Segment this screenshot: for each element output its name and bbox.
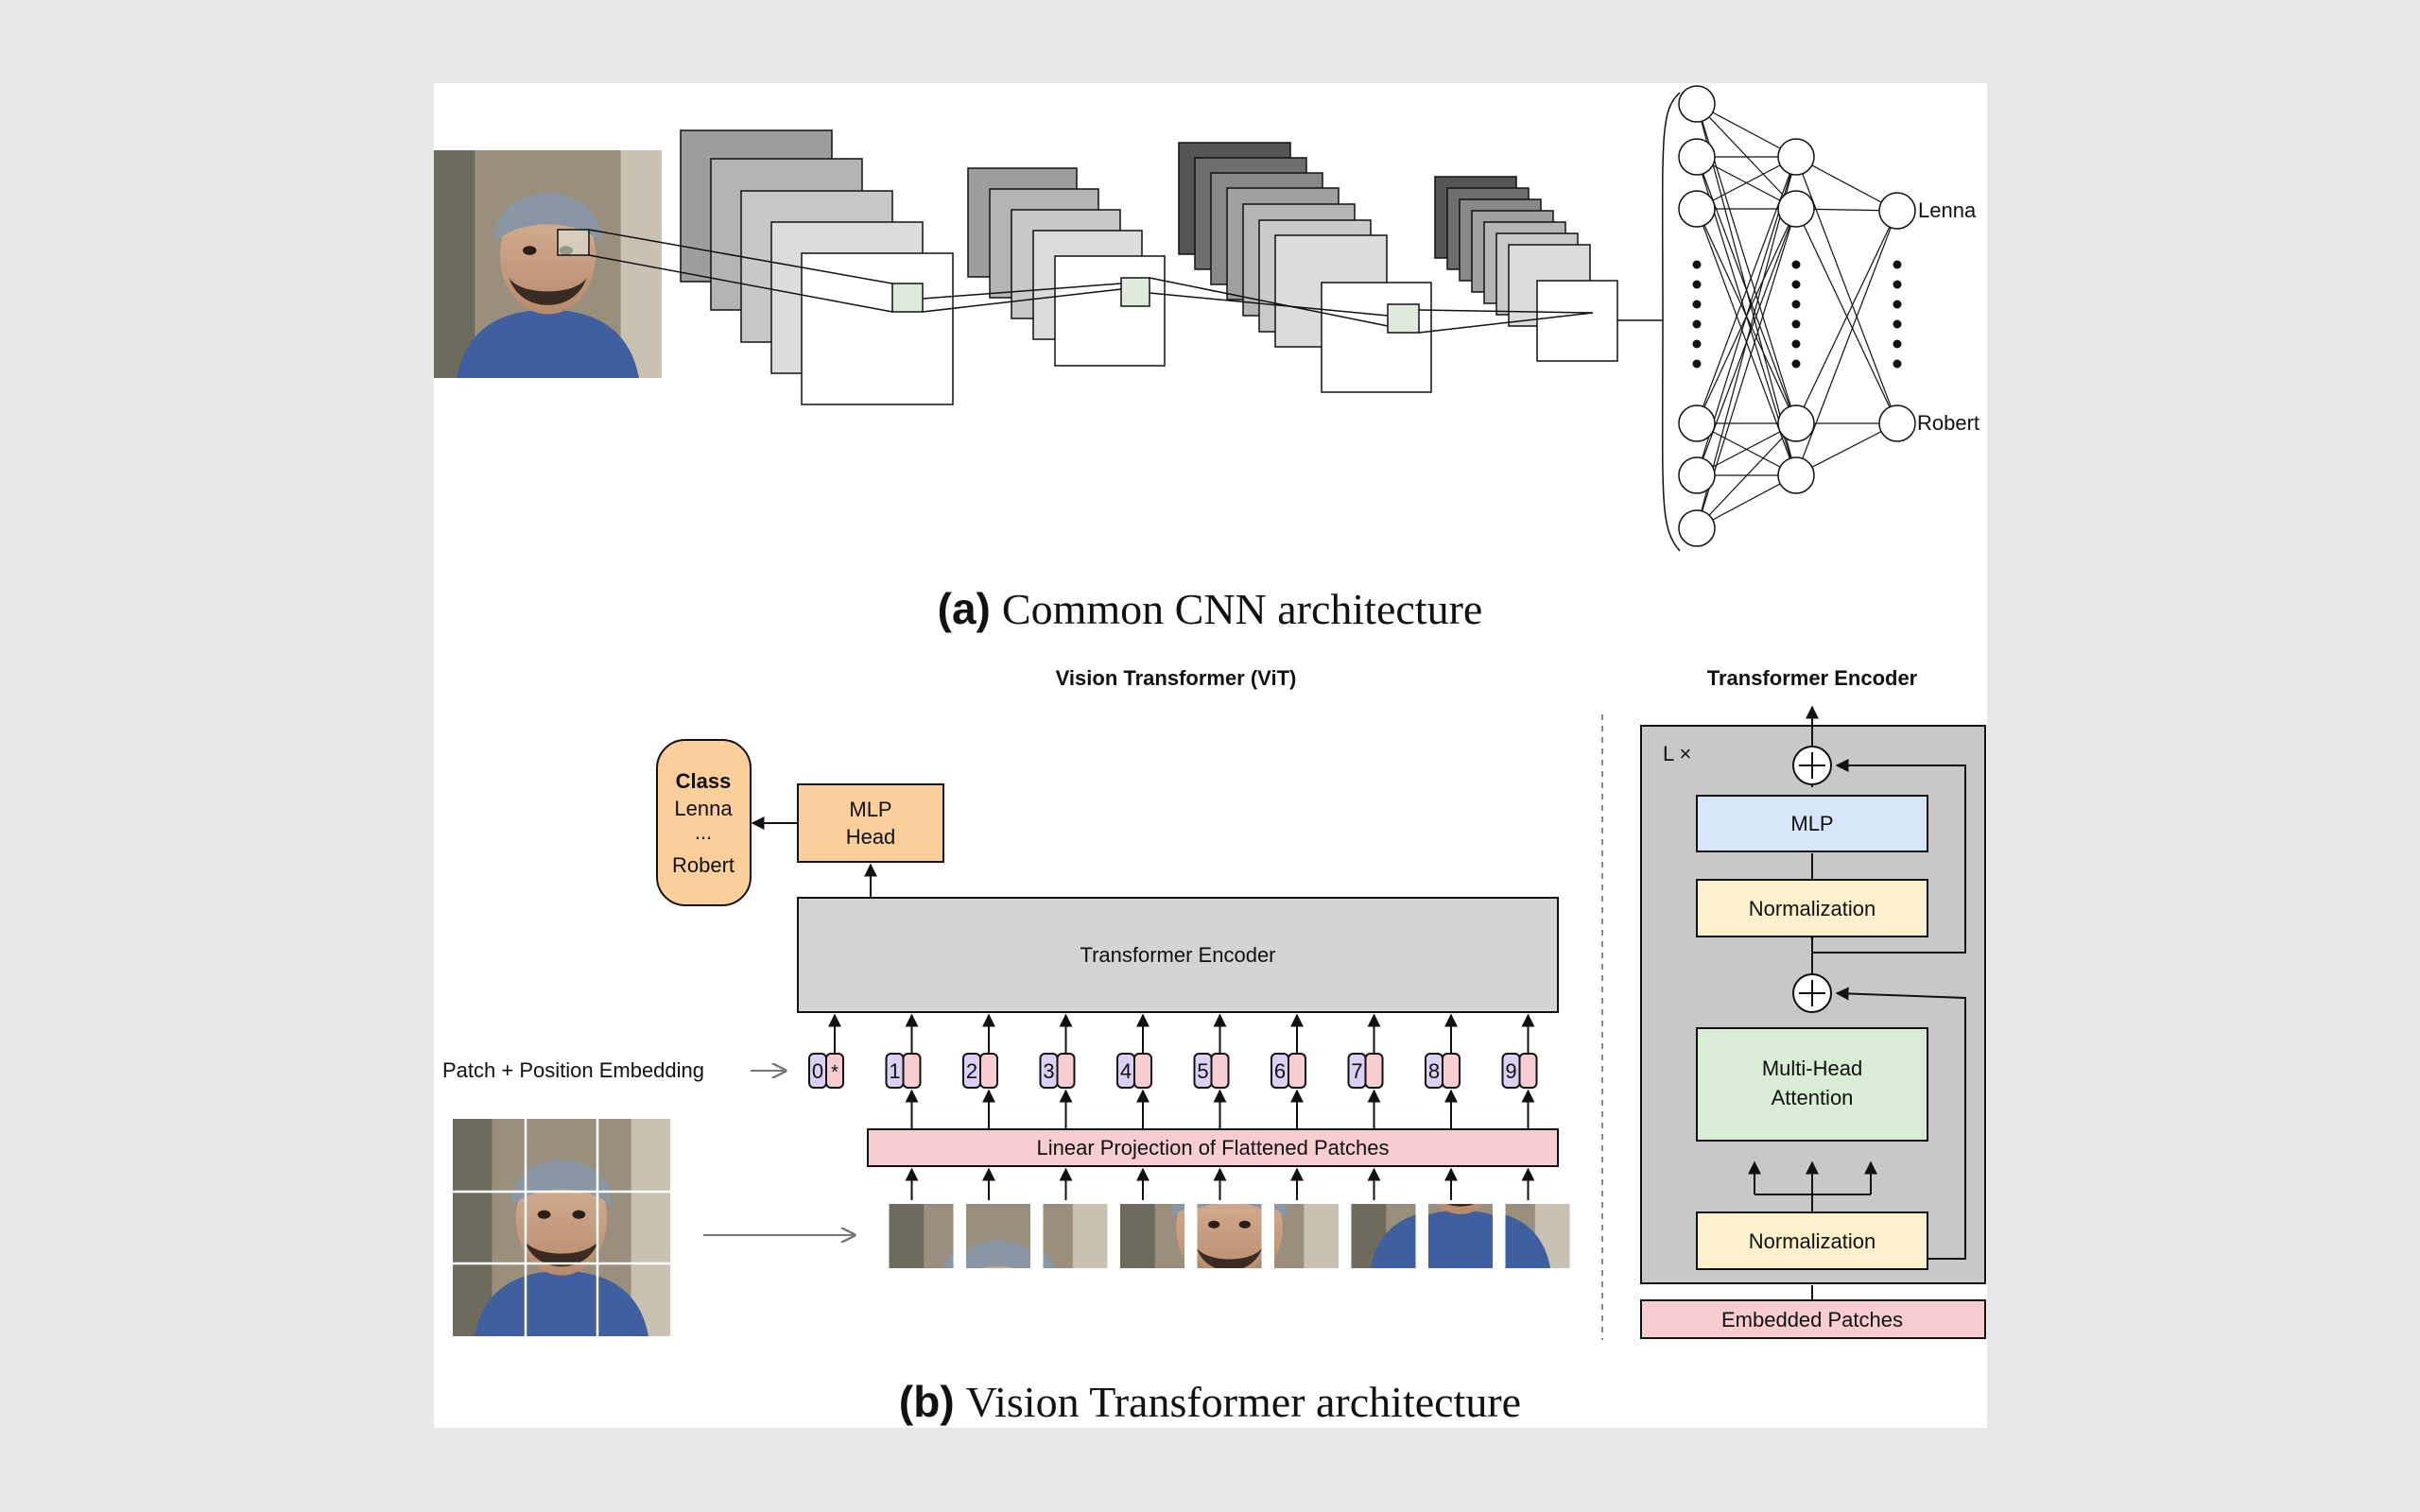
patch-tile-7	[1351, 1167, 1416, 1268]
patch-embedding	[902, 1053, 922, 1089]
class-box-robert: Robert	[672, 853, 735, 877]
class-box-title: Class	[676, 769, 732, 793]
token-index: 3	[1043, 1059, 1054, 1083]
embedding-token-9: 9	[1501, 1013, 1538, 1129]
vit-title: Vision Transformer (ViT)	[1056, 666, 1297, 690]
cnn-feature-maps-2	[967, 167, 1166, 367]
embedding-token-1: 1	[885, 1013, 922, 1129]
attention-label-line2: Attention	[1772, 1086, 1854, 1109]
transformer-encoder-label: Transformer Encoder	[1080, 943, 1275, 967]
fc-ellipsis-dots	[1692, 260, 1902, 369]
patch-embedding	[1133, 1053, 1152, 1089]
cnn-diagram: Lenna Robert (a)Common CNN architecture	[434, 85, 1979, 633]
mlp-head-box: MLP Head	[797, 783, 944, 863]
flattened-patches	[889, 1167, 1570, 1268]
residual-add-top	[1792, 746, 1832, 785]
embedded-patches-box: Embedded Patches	[1640, 1299, 1986, 1339]
patch-tile-9	[1505, 1167, 1570, 1268]
patch-embedding	[1518, 1053, 1538, 1089]
fc-neurons	[1678, 85, 1916, 547]
embedding-token-2: 2	[962, 1013, 998, 1129]
linear-projection-box: Linear Projection of Flattened Patches	[867, 1128, 1559, 1167]
embedding-token-8: 8	[1425, 1013, 1461, 1129]
patch-embedding	[1210, 1053, 1230, 1089]
mlp-head-line1: MLP	[849, 798, 891, 821]
mlp-box: MLP	[1696, 795, 1928, 852]
patch-tile-2	[966, 1167, 1030, 1268]
token-index: 7	[1351, 1059, 1362, 1083]
patch-embedding	[1442, 1053, 1461, 1089]
patch-tile-5	[1197, 1167, 1262, 1268]
embedded-patches-label: Embedded Patches	[1721, 1308, 1903, 1332]
output-label-robert: Robert	[1917, 411, 1979, 435]
embedding-token-5: 5	[1193, 1013, 1230, 1129]
multi-head-attention-box: Multi-Head Attention	[1696, 1027, 1928, 1142]
patch-embedding	[979, 1053, 998, 1089]
attention-label-line1: Multi-Head	[1762, 1057, 1862, 1080]
caption-a-text: Common CNN architecture	[1002, 585, 1482, 633]
patch-embedding	[1288, 1053, 1306, 1089]
patch-tile-1	[889, 1167, 954, 1268]
patch-tile-3	[1043, 1167, 1108, 1268]
embedding-token-4: 4	[1116, 1013, 1152, 1129]
patch-embedding	[1364, 1053, 1384, 1089]
token-index: 9	[1505, 1059, 1516, 1083]
token-index: 1	[889, 1059, 900, 1083]
patch-grid	[453, 1119, 670, 1336]
patch-tile-6	[1274, 1167, 1339, 1268]
transformer-encoder-detail: Transformer Encoder L ×	[1640, 666, 1986, 1339]
vit-input-photo	[453, 1119, 670, 1336]
patch-embedding	[1056, 1053, 1076, 1089]
cnn-feature-maps-1	[680, 129, 954, 405]
token-index: 6	[1274, 1059, 1286, 1083]
linear-projection-label: Linear Projection of Flattened Patches	[1036, 1136, 1389, 1160]
normalization-top-label: Normalization	[1749, 897, 1876, 920]
patch-tile-4	[1120, 1167, 1184, 1268]
vit-diagram: Vision Transformer (ViT) Class Lenna ...…	[442, 666, 1570, 1426]
token-index: 8	[1428, 1059, 1440, 1083]
patch-position-embedding-label: Patch + Position Embedding	[442, 1058, 704, 1082]
normalization-bottom-box: Normalization	[1696, 1211, 1928, 1270]
embedding-token-0: 0*	[808, 1013, 844, 1089]
cnn-feature-maps-4	[1434, 176, 1618, 362]
mlp-head-line2: Head	[846, 825, 896, 849]
embedding-token-7: 7	[1347, 1013, 1384, 1129]
mlp-label: MLP	[1790, 812, 1833, 835]
repeat-label: L ×	[1663, 742, 1691, 765]
caption-a-tag: (a)	[938, 584, 991, 633]
class-box-lenna: Lenna	[674, 797, 733, 820]
class-box-ellipsis: ...	[695, 820, 712, 844]
cnn-feature-maps-3	[1178, 142, 1432, 393]
figure-panel: Lenna Robert (a)Common CNN architecture …	[434, 83, 1987, 1428]
residual-add-bottom	[1792, 973, 1832, 1013]
token-index: 0	[812, 1059, 823, 1083]
token-index: 4	[1120, 1059, 1132, 1083]
caption-b-tag: (b)	[899, 1377, 955, 1426]
token-index: 2	[966, 1059, 977, 1083]
fully-connected-network: Lenna Robert	[1661, 85, 1979, 552]
caption-b: (b)Vision Transformer architecture	[899, 1377, 1521, 1426]
transformer-encoder-block: Transformer Encoder	[797, 897, 1559, 1013]
embedding-token-3: 3	[1039, 1013, 1076, 1129]
architecture-diagram: Lenna Robert (a)Common CNN architecture …	[434, 85, 1986, 1426]
embedding-token-6: 6	[1270, 1013, 1306, 1129]
caption-a: (a)Common CNN architecture	[938, 584, 1483, 633]
normalization-bottom-label: Normalization	[1749, 1229, 1876, 1253]
output-label-lenna: Lenna	[1918, 198, 1977, 222]
normalization-top-box: Normalization	[1696, 879, 1928, 937]
class-output-box: Class Lenna ... Robert	[656, 739, 752, 906]
class-token-marker: *	[831, 1062, 838, 1083]
cnn-receptive-field-lines	[588, 229, 1594, 334]
caption-b-text: Vision Transformer architecture	[966, 1378, 1521, 1426]
patch-tile-8	[1428, 1167, 1493, 1268]
cnn-input-photo	[434, 150, 662, 378]
encoder-detail-title: Transformer Encoder	[1707, 666, 1918, 690]
token-index: 5	[1197, 1059, 1208, 1083]
flatten-bracket	[1661, 92, 1681, 552]
